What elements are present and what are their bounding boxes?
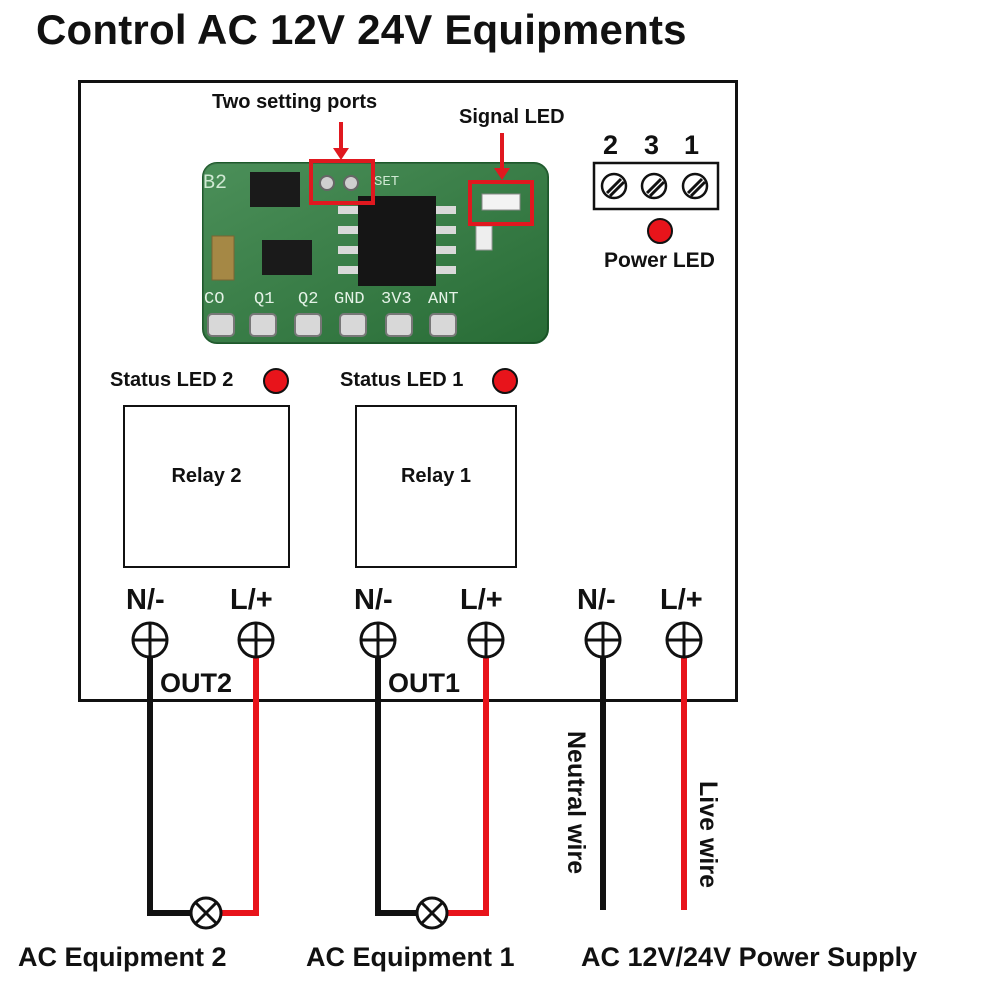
power-neutral-label: N/-	[577, 584, 616, 616]
main-ic-chip	[358, 196, 436, 286]
live-wire-out1	[448, 652, 489, 916]
out1-live-label: L/+	[460, 584, 503, 616]
transistor-chip-left	[262, 240, 312, 275]
pcb-label-co: CO	[204, 290, 225, 309]
setting-port-1	[319, 175, 335, 191]
live-wire-out2	[222, 652, 259, 916]
out1-label: OUT1	[388, 668, 461, 698]
terminal-power-neutral	[584, 621, 622, 659]
relay-1-label: Relay 1	[400, 465, 472, 487]
receiver-pcb-module	[202, 162, 549, 344]
connector-pin-2: 2	[603, 130, 619, 160]
neutral-wire-out1	[375, 652, 416, 916]
equipment-2-label: AC Equipment 2	[18, 942, 227, 972]
pcb-label-q1: Q1	[254, 290, 275, 309]
pcb-label-q2: Q2	[298, 290, 319, 309]
terminal-out1-neutral	[359, 621, 397, 659]
relay-2: Relay 2	[123, 405, 290, 568]
lamp-equipment-2	[189, 896, 223, 930]
relay-1: Relay 1	[355, 405, 517, 568]
pcb-set-mark: SET	[374, 174, 400, 190]
diagram-title: Control AC 12V 24V Equipments	[36, 6, 687, 53]
transistor-chip-top	[250, 172, 300, 207]
status-led-1	[492, 368, 518, 394]
out2-neutral-label: N/-	[126, 584, 165, 616]
signal-led-label: Signal LED	[459, 106, 565, 128]
out1-neutral-label: N/-	[354, 584, 393, 616]
connector-pin-1: 1	[684, 130, 700, 160]
status-led-1-label: Status LED 1	[340, 369, 464, 391]
status-led-2	[263, 368, 289, 394]
capacitor	[211, 235, 235, 281]
connector-pin-3: 3	[644, 130, 660, 160]
controller-board-outline	[78, 80, 738, 702]
pcb-corner-mark: B2	[203, 172, 228, 195]
pcb-label-gnd: GND	[334, 290, 365, 309]
terminal-power-live	[665, 621, 703, 659]
lamp-equipment-1	[415, 896, 449, 930]
live-wire-label: Live wire	[694, 781, 722, 888]
setting-ports-label: Two setting ports	[212, 91, 378, 113]
power-led	[647, 218, 673, 244]
setting-port-2	[343, 175, 359, 191]
out2-label: OUT2	[160, 668, 233, 698]
terminal-out2-neutral	[131, 621, 169, 659]
terminal-out1-live	[467, 621, 505, 659]
equipment-1-label: AC Equipment 1	[306, 942, 515, 972]
neutral-wire-out2	[147, 652, 190, 916]
signal-led	[481, 193, 521, 211]
pcb-label-ant: ANT	[428, 290, 459, 309]
terminal-out2-live	[237, 621, 275, 659]
out2-live-label: L/+	[230, 584, 273, 616]
neutral-wire-label: Neutral wire	[562, 731, 590, 875]
status-led-2-label: Status LED 2	[110, 369, 234, 391]
setting-ports-highlight	[309, 159, 375, 205]
three-pin-connector	[592, 161, 720, 211]
power-supply-label: AC 12V/24V Power Supply	[581, 942, 918, 972]
pcb-label-3v3: 3V3	[381, 290, 412, 309]
power-live-label: L/+	[660, 584, 703, 616]
relay-2-label: Relay 2	[171, 465, 242, 487]
power-led-label: Power LED	[604, 249, 715, 272]
signal-led-highlight	[468, 180, 534, 226]
